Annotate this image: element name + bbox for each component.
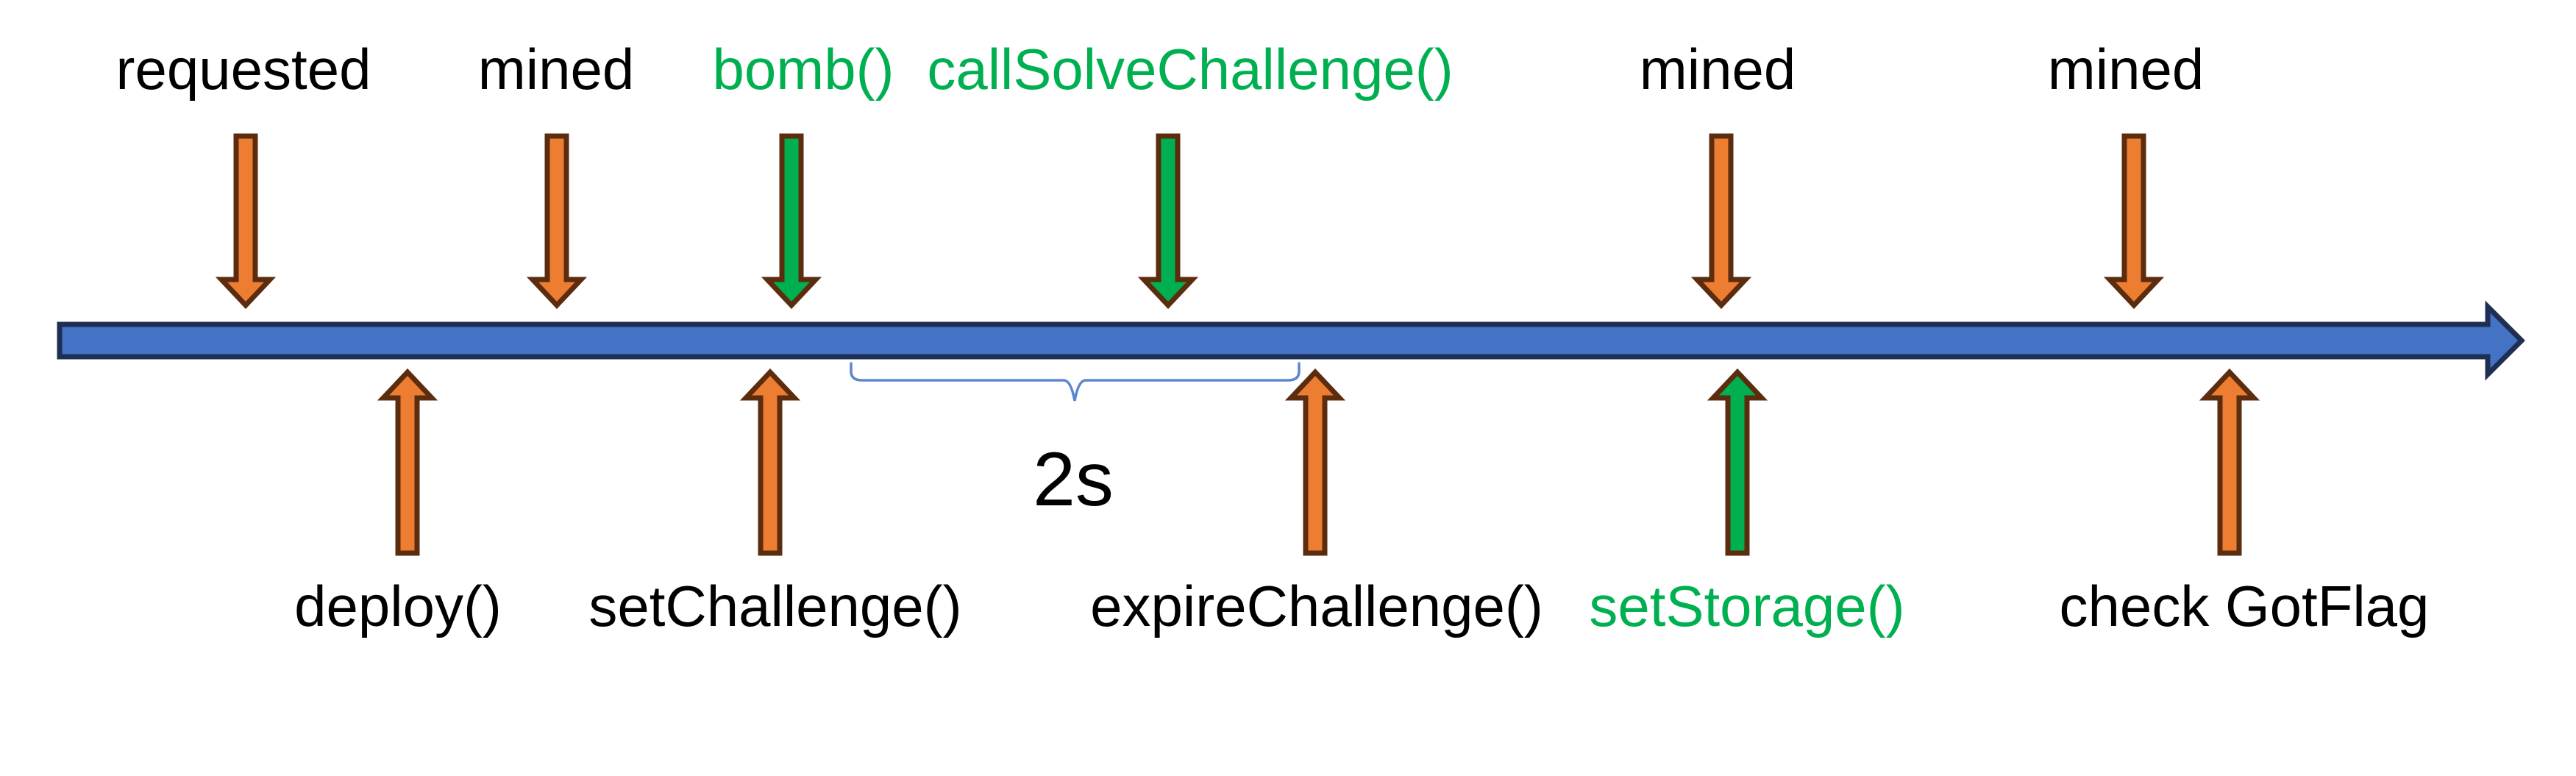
event-label-mined-3: mined bbox=[2047, 37, 2205, 102]
event-label-deploy: deploy() bbox=[294, 574, 502, 638]
duration-bracket bbox=[850, 362, 1301, 402]
up-arrow-set-storage bbox=[1707, 368, 1768, 556]
event-label-check-gotflag: check GotFlag bbox=[2059, 574, 2430, 638]
down-arrow-mined-3 bbox=[2103, 133, 2165, 310]
event-label-requested: requested bbox=[115, 37, 371, 102]
event-label-set-challenge: setChallenge() bbox=[588, 574, 962, 638]
up-arrow-deploy bbox=[377, 368, 438, 556]
down-arrow-mined-2 bbox=[1690, 133, 1752, 310]
event-label-expire-challenge: expireChallenge() bbox=[1090, 574, 1543, 638]
event-label-call-solve-challenge: callSolveChallenge() bbox=[927, 37, 1454, 102]
down-arrow-requested bbox=[215, 133, 277, 310]
event-label-mined-1: mined bbox=[477, 37, 635, 102]
event-label-bomb: bomb() bbox=[712, 37, 894, 102]
event-label-set-storage: setStorage() bbox=[1589, 574, 1905, 638]
up-arrow-set-challenge bbox=[739, 368, 801, 556]
timeline-arrow bbox=[57, 300, 2525, 381]
down-arrow-call-solve-challenge bbox=[1137, 133, 1199, 310]
event-label-mined-2: mined bbox=[1639, 37, 1796, 102]
down-arrow-mined-1 bbox=[526, 133, 588, 310]
up-arrow-check-gotflag bbox=[2199, 368, 2260, 556]
duration-label: 2s bbox=[1033, 437, 1114, 522]
up-arrow-expire-challenge bbox=[1284, 368, 1346, 556]
down-arrow-bomb bbox=[761, 133, 822, 310]
